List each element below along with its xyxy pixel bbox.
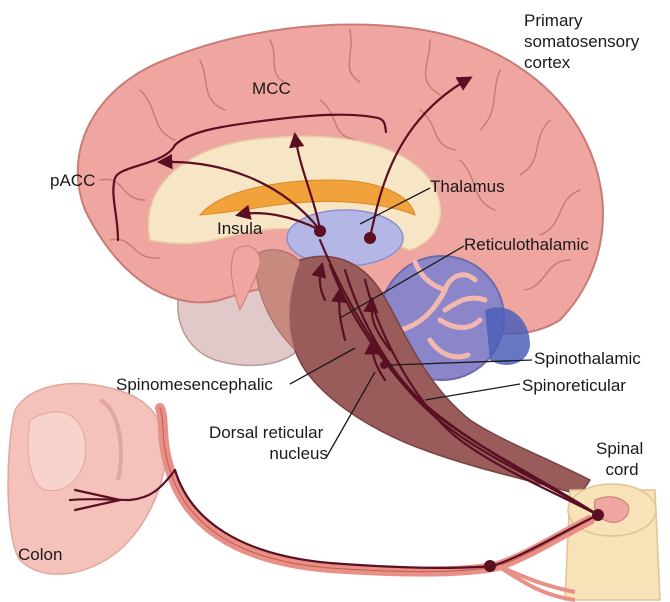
label-spinothalamic: Spinothalamic [534, 349, 641, 368]
label-spinal-line1: Spinal [596, 439, 643, 458]
spinal-cord [565, 484, 660, 600]
label-mcc: MCC [252, 79, 291, 98]
label-dorsal-reticular: Dorsal reticular nucleus [209, 423, 328, 463]
label-pacc: pACC [50, 171, 95, 190]
label-primary-line2: somatosensory [524, 32, 640, 51]
label-spinomesencephalic: Spinomesencephalic [116, 375, 273, 394]
label-insula: Insula [217, 219, 263, 238]
label-dorsal-line2: nucleus [269, 444, 328, 463]
label-dorsal-line1: Dorsal reticular [209, 423, 324, 442]
label-primary-line1: Primary [524, 11, 583, 30]
label-reticulothalamic: Reticulothalamic [464, 235, 589, 254]
label-spinal-line2: cord [605, 460, 638, 479]
label-spinoreticular: Spinoreticular [522, 376, 626, 395]
label-colon: Colon [18, 545, 62, 564]
label-primary-line3: cortex [524, 53, 571, 72]
thalamus [287, 210, 403, 266]
label-primary-somatosensory: Primary somatosensory cortex [524, 11, 644, 72]
label-spinal-cord: Spinal cord [596, 439, 648, 479]
label-thalamus: Thalamus [430, 177, 505, 196]
